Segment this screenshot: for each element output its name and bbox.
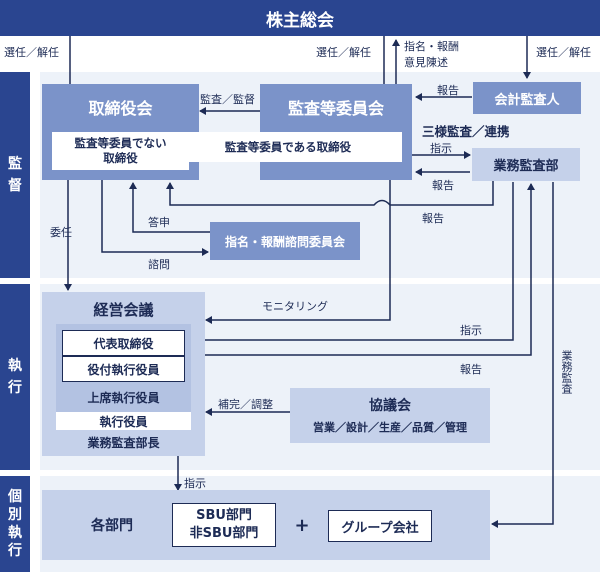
board-of-directors: 取締役会 監査等委員でない 取締役	[42, 84, 199, 180]
arrow-monitoring	[205, 180, 391, 324]
sbu-divisions: SBU部門 非SBU部門	[172, 503, 276, 547]
nomination-remuneration-committee: 指名・報酬諮問委員会	[210, 222, 360, 260]
label-instruct-exec: 指示	[460, 324, 482, 337]
non-audit-directors-line2: 取締役	[103, 151, 138, 165]
non-audit-directors: 監査等委員でない 取締役	[52, 132, 189, 170]
group-companies: グループ会社	[328, 510, 432, 542]
plus-sign: +	[294, 514, 310, 536]
board-title: 取締役会	[88, 99, 153, 118]
side-label-individual-execution-text: 個 別 執 行	[8, 489, 22, 559]
label-report-board: 報告	[422, 212, 444, 225]
label-instruct-dept: 指示	[430, 142, 452, 155]
internal-audit-head: 業務監査部長	[87, 435, 160, 450]
side-label-supervision: 監 督	[0, 72, 30, 278]
label-audit-supervise: 監査／監督	[200, 93, 255, 106]
side-label-supervision-text: 監 督	[8, 156, 22, 194]
audit-committee-member-directors: 監査等委員である取締役	[174, 132, 402, 162]
label-elect-right: 選任／解任	[536, 46, 591, 59]
shareholders-meeting: 株主総会	[0, 0, 600, 36]
council: 協議会 営業／設計／生産／品質／管理	[290, 388, 490, 443]
label-report-dept: 報告	[432, 179, 454, 192]
executive-officer: 執行役員	[56, 412, 191, 430]
non-audit-directors-line1: 監査等委員でない	[74, 136, 167, 150]
label-supplement: 補完／調整	[218, 398, 273, 411]
label-elect-mid: 選任／解任	[316, 46, 371, 59]
label-monitoring: モニタリング	[262, 300, 328, 313]
management-meeting-title: 経営会議	[93, 300, 154, 319]
label-internal-audit: 業務監査	[560, 350, 573, 394]
arrow-report-exec	[174, 183, 535, 356]
sbu-line2: 非SBU部門	[189, 526, 259, 541]
senior-executive-officer: 上席執行役員	[87, 390, 160, 405]
side-label-individual-execution: 個 別 執 行	[0, 476, 30, 572]
sbu-line1: SBU部門	[196, 508, 252, 523]
senior-officers-group: 代表取締役 役付執行役員 上席執行役員	[56, 324, 191, 412]
accounting-auditor: 会計監査人	[473, 82, 581, 114]
arrow-instruct-exec	[179, 182, 514, 344]
divisions-box: 各部門 SBU部門 非SBU部門 + グループ会社	[42, 490, 490, 560]
label-report-exec: 報告	[460, 363, 482, 376]
label-nomination-opinion-2: 意見陳述	[404, 56, 448, 69]
representative-director: 代表取締役	[62, 330, 185, 356]
side-label-execution: 執 行	[0, 284, 30, 470]
management-meeting: 経営会議 代表取締役 役付執行役員 上席執行役員 執行役員 業務監査部長	[42, 292, 205, 456]
side-label-execution-text: 執 行	[8, 358, 22, 396]
arrow-consult	[101, 180, 209, 256]
label-nomination-opinion-1: 指名・報酬	[404, 40, 459, 53]
label-instruct-divisions: 指示	[184, 477, 206, 490]
audit-committee-title: 監査等委員会	[287, 99, 384, 118]
all-departments: 各部門	[91, 518, 133, 534]
internal-audit-department: 業務監査部	[472, 148, 580, 181]
label-elect-left: 選任／解任	[4, 46, 59, 59]
council-title: 協議会	[369, 398, 411, 414]
arrow-answer	[129, 182, 210, 233]
arrow-internal-audit	[491, 182, 554, 528]
executive-officer-with-title: 役付執行役員	[62, 356, 185, 382]
council-members: 営業／設計／生産／品質／管理	[313, 421, 467, 434]
label-answer: 答申	[148, 216, 170, 229]
label-consult: 諮問	[148, 258, 170, 271]
label-delegate: 委任	[50, 226, 72, 239]
label-three-audits: 三様監査／連携	[422, 124, 510, 139]
label-report-accounting: 報告	[437, 84, 459, 97]
